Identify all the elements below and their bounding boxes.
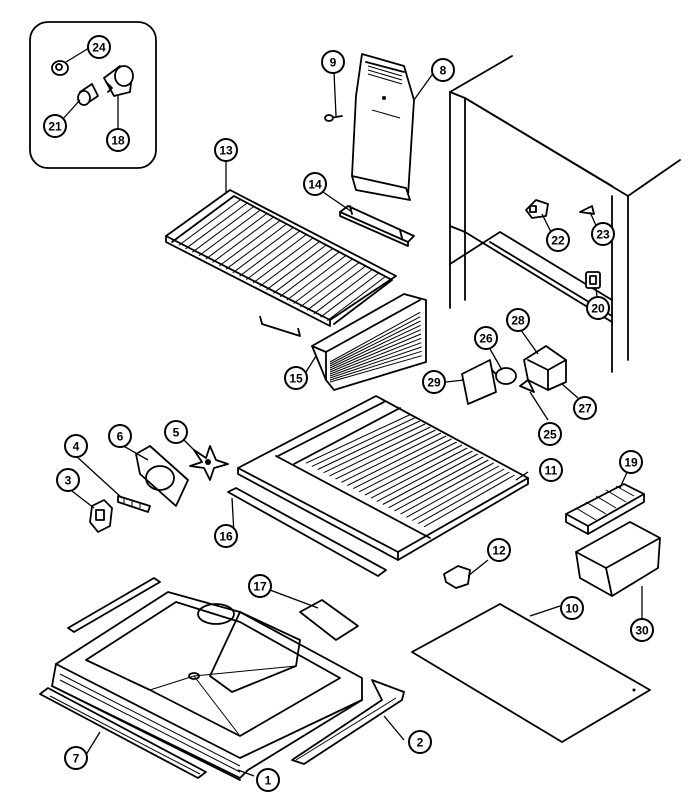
callout-number: 5 <box>173 426 180 440</box>
callout-number: 4 <box>73 440 80 454</box>
part-30-ice-bin <box>575 521 661 597</box>
callout-number: 30 <box>635 624 649 638</box>
callout-number: 8 <box>440 64 447 78</box>
callout-4: 4 <box>64 434 88 458</box>
leader-lines <box>61 47 643 777</box>
cabinet-liner-outline <box>449 55 681 373</box>
callout-number: 23 <box>596 228 610 242</box>
part-7-front-rail <box>39 687 207 779</box>
callout-18: 18 <box>106 128 130 152</box>
callout-30: 30 <box>630 618 654 642</box>
callout-number: 19 <box>624 456 638 470</box>
callout-number: 24 <box>92 41 106 55</box>
part-9-screw <box>324 114 343 122</box>
callout-13: 13 <box>214 138 238 162</box>
part-1-drain-pan-base <box>51 591 363 781</box>
callout-28: 28 <box>506 308 530 332</box>
inset-detail-box <box>29 21 157 169</box>
callout-20: 20 <box>586 296 610 320</box>
callout-16: 16 <box>214 524 238 548</box>
callout-number: 1 <box>265 774 272 788</box>
callout-number: 27 <box>578 402 592 416</box>
callout-number: 3 <box>65 474 72 488</box>
callout-17: 17 <box>248 574 272 598</box>
callout-9: 9 <box>321 50 345 74</box>
callout-15: 15 <box>284 366 308 390</box>
callout-11: 11 <box>539 458 563 482</box>
callout-7: 7 <box>64 746 88 770</box>
part-15-crisper-cover <box>311 293 427 391</box>
callout-number: 15 <box>289 372 303 386</box>
callout-3: 3 <box>56 468 80 492</box>
callout-12: 12 <box>487 538 511 562</box>
callout-number: 13 <box>219 144 233 158</box>
callout-number: 11 <box>545 464 558 478</box>
callout-number: 17 <box>253 580 267 594</box>
callout-2: 2 <box>408 730 432 754</box>
callout-number: 12 <box>492 544 506 558</box>
part-8-air-duct <box>351 53 415 201</box>
callout-number: 2 <box>417 736 424 750</box>
callout-number: 29 <box>427 376 441 390</box>
part-20-switch <box>585 271 601 289</box>
part-19-ice-tray <box>565 483 645 535</box>
left-rear-rail <box>67 577 161 633</box>
callout-number: 9 <box>330 56 337 70</box>
callout-19: 19 <box>619 450 643 474</box>
callout-5: 5 <box>164 420 188 444</box>
callout-6: 6 <box>108 424 132 448</box>
callout-26: 26 <box>474 326 498 350</box>
part-12-bracket <box>443 565 471 589</box>
part-4-wire-harness <box>117 495 151 513</box>
part-13-wire-shelf <box>165 189 397 337</box>
callout-number: 18 <box>111 134 125 148</box>
callout-number: 10 <box>565 602 579 616</box>
part-16-trim-strip <box>227 487 387 577</box>
callout-number: 20 <box>591 302 605 316</box>
callout-27: 27 <box>573 396 597 420</box>
part-2-side-rail <box>291 679 405 765</box>
part-22-bracket <box>525 199 549 219</box>
callout-number: 14 <box>308 178 322 192</box>
callout-number: 16 <box>219 530 233 544</box>
callout-21: 21 <box>43 114 67 138</box>
callout-number: 21 <box>48 120 62 134</box>
callout-number: 28 <box>511 314 525 328</box>
part-6-fan-shroud <box>135 445 189 507</box>
part-3-control <box>89 499 113 533</box>
callout-22: 22 <box>546 228 570 252</box>
part-11-crisper-shelf <box>237 395 529 561</box>
callout-1: 1 <box>256 768 280 792</box>
callout-number: 7 <box>73 752 80 766</box>
callout-10: 10 <box>560 596 584 620</box>
callout-29: 29 <box>422 370 446 394</box>
callout-number: 22 <box>551 234 565 248</box>
callout-number: 25 <box>543 428 557 442</box>
part-17-cover <box>299 599 359 641</box>
part-23-clip <box>579 205 595 215</box>
part-10-glass-shelf <box>411 603 651 743</box>
callout-23: 23 <box>591 222 615 246</box>
callout-14: 14 <box>303 172 327 196</box>
callout-24: 24 <box>87 35 111 59</box>
part-5-fan-blade <box>189 445 229 481</box>
light-assembly <box>461 345 567 405</box>
callout-number: 26 <box>479 332 493 346</box>
callout-8: 8 <box>431 58 455 82</box>
callout-25: 25 <box>538 422 562 446</box>
callout-number: 6 <box>117 430 124 444</box>
